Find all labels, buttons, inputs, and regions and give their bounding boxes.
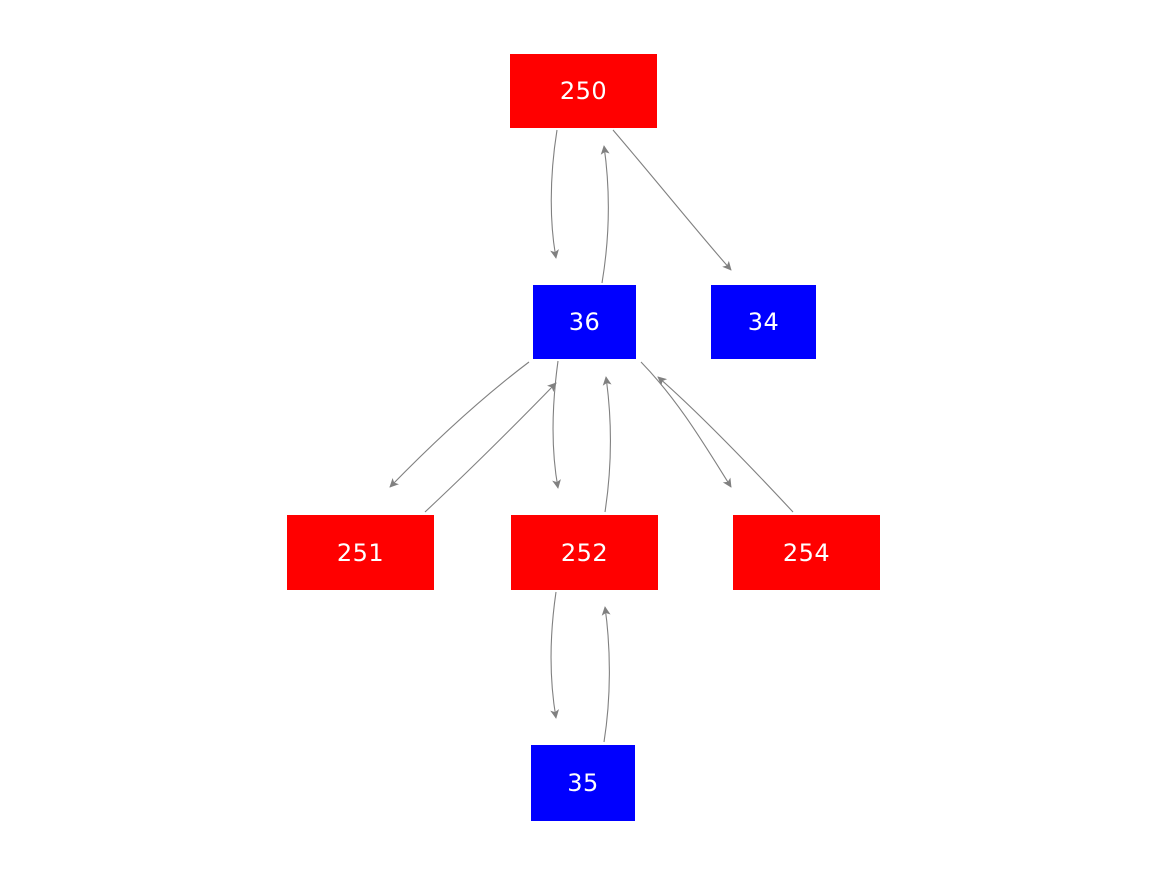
graph-node-252[interactable]: 252	[511, 515, 658, 590]
graph-edge-254-to-36	[657, 376, 794, 513]
graph-node-label: 250	[559, 77, 608, 105]
graph-edge-252-to-35	[550, 591, 559, 719]
graph-node-35[interactable]: 35	[531, 745, 635, 821]
graph-node-label: 251	[336, 538, 385, 567]
graph-node-254[interactable]: 254	[733, 515, 880, 590]
graph-edge-250-to-36	[550, 129, 559, 259]
graph-node-label: 252	[560, 538, 609, 567]
graph-edge-36-to-251	[389, 361, 530, 488]
graph-edge-36-to-250	[600, 145, 610, 284]
graph-edge-36-to-252	[552, 360, 561, 489]
graph-node-label: 254	[782, 538, 831, 567]
graph-edge-36-to-254	[640, 361, 732, 488]
graph-node-250[interactable]: 250	[510, 54, 657, 128]
graph-edge-252-to-36	[602, 376, 612, 513]
graph-node-label: 35	[567, 769, 599, 797]
graph-node-36[interactable]: 36	[533, 285, 636, 359]
graph-edge-35-to-252	[601, 606, 611, 743]
graph-node-251[interactable]: 251	[287, 515, 434, 590]
graph-edge-251-to-36	[424, 382, 557, 513]
graph-edge-250-to-34	[612, 129, 732, 271]
graph-node-label: 34	[747, 308, 780, 336]
graph-node-34[interactable]: 34	[711, 285, 816, 359]
graph-node-label: 36	[568, 308, 601, 336]
